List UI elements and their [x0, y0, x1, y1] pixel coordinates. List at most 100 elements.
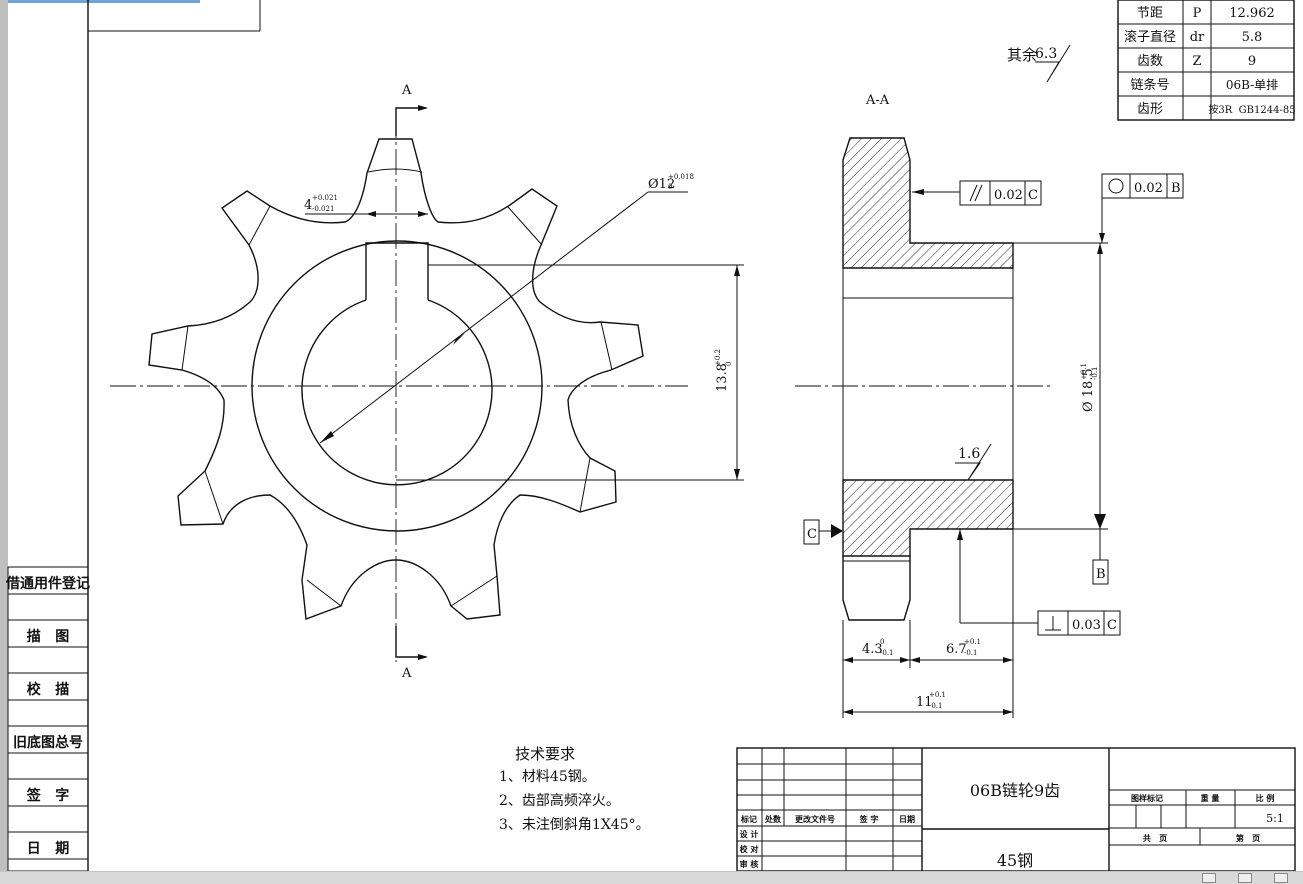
key-depth-tol-lower: 0 [725, 362, 733, 366]
view-single-icon[interactable] [1202, 873, 1216, 883]
sidebar-label-borrow: 借通用件登记 [5, 575, 90, 592]
sidebar-label-trace: 描 图 [27, 628, 70, 645]
tooth-arc-8 [181, 325, 189, 371]
datum-c-label: C [807, 527, 817, 542]
tooth-arc-6 [306, 579, 342, 607]
tb-col-sign: 签 字 [859, 814, 879, 824]
sidebar-label-signature: 签 字 [26, 787, 70, 804]
tooth-arc-9 [248, 205, 271, 246]
param-value-profile: 按3R GB1244-85 [1208, 103, 1295, 116]
title-block: 标记 处数 更改文件号 签 字 日期 设 计 校 对 审 核 06B链轮9齿 4… [736, 747, 1296, 872]
keyway [365, 242, 429, 300]
cut-label-top: A [401, 83, 412, 98]
bore-roughness-value: 1.6 [958, 446, 980, 462]
param-name-roller: 滚子直径 [1124, 29, 1176, 45]
sidebar-label-check-trace: 校 描 [27, 681, 70, 698]
sidebar-label-old-drawing: 旧底图总号 [13, 734, 83, 751]
tooth-width-value: 4.3 [862, 642, 883, 657]
bore-dia-leader [319, 191, 649, 444]
sprocket-outline [148, 138, 644, 620]
bore-circle [301, 299, 493, 486]
key-width-tol-lower: -0.021 [312, 205, 334, 213]
bore-dia-tol-upper: +0.018 [668, 173, 694, 181]
runout-value: 0.02 [1134, 181, 1163, 196]
lower-tooth-outline [842, 556, 911, 621]
tooth-arc-5 [450, 575, 498, 607]
param-value-teeth: 9 [1248, 54, 1256, 69]
parameter-table: 节距 P 12.962 滚子直径 dr 5.8 齿数 Z 9 链条号 06B-单… [1117, 0, 1296, 121]
view-double-icon[interactable] [1274, 873, 1288, 883]
tb-col-mark: 标记 [740, 814, 757, 824]
perp-value: 0.03 [1072, 618, 1101, 633]
parallel-tolerance-frame [959, 180, 1042, 206]
total-length-tol-lower: -0.1 [929, 702, 943, 710]
tb-scale-label: 比 例 [1256, 793, 1275, 803]
param-name-pitch: 节距 [1137, 6, 1163, 21]
cut-mark-bottom [395, 626, 426, 658]
sidebar-registration: 借通用件登记 描 图 校 描 旧底图总号 签 字 日 期 [5, 566, 90, 872]
param-name-chain: 链条号 [1130, 77, 1169, 93]
hub-length-tol-upper: +0.1 [964, 638, 981, 646]
tb-row-design: 设 计 [740, 829, 759, 839]
datum-b-box [1092, 559, 1109, 585]
tb-col-doc: 更改文件号 [795, 814, 835, 824]
tooth-width-tol-lower: -0.1 [880, 649, 894, 657]
tech-requirements: 技术要求 1、材料45钢。 2、齿部高频淬火。 3、未注倒斜角1X45°。 [499, 745, 650, 833]
param-symbol-pitch: P [1193, 6, 1202, 21]
hub-circle [251, 240, 543, 532]
tb-part-name: 06B链轮9齿 [970, 781, 1060, 800]
tooth-arc-7 [204, 470, 224, 525]
tech-req-title: 技术要求 [515, 745, 575, 763]
tech-req-item-3: 3、未注倒斜角1X45°。 [499, 817, 650, 833]
tooth-arc-1 [367, 168, 423, 173]
viewer-left-edge [0, 0, 8, 883]
tb-material: 45钢 [997, 851, 1033, 870]
param-value-pitch: 12.962 [1229, 6, 1275, 21]
hub-dia-tol-lower: -0.1 [1091, 367, 1099, 381]
tb-sheet-number: 第 页 [1236, 833, 1260, 843]
cut-label-bottom: A [401, 666, 412, 681]
roughness-other: 其余 6.3 [1007, 44, 1071, 83]
viewer-status-bar [0, 871, 1303, 884]
cut-mark-top [395, 107, 426, 136]
param-name-teeth: 齿数 [1137, 54, 1163, 69]
runout-datum: B [1171, 181, 1181, 196]
key-width-tol-upper: +0.021 [312, 194, 338, 202]
parallel-datum: C [1028, 188, 1038, 203]
datum-b-label: B [1096, 567, 1106, 582]
roughness-other-label: 其余 [1007, 46, 1037, 64]
tech-req-item-1: 1、材料45钢。 [499, 769, 596, 785]
param-name-profile: 齿形 [1137, 102, 1163, 117]
roughness-other-value: 6.3 [1035, 46, 1057, 62]
key-width-value: 4 [304, 198, 312, 213]
tb-row-check: 校 对 [740, 844, 759, 854]
tb-row-review: 审 核 [740, 859, 759, 869]
hub-length-value: 6.7 [946, 642, 967, 657]
hub-length-tol-lower: -0.1 [964, 649, 978, 657]
tb-weight: 重 量 [1201, 793, 1220, 803]
tooth-arc-2 [507, 206, 543, 246]
param-symbol-teeth: Z [1192, 54, 1201, 69]
tooth-arc-3 [600, 321, 613, 371]
view-scroll-icon[interactable] [1238, 873, 1252, 883]
lower-section-hatch [842, 479, 1014, 557]
param-symbol-roller: dr [1190, 30, 1205, 45]
perp-datum: C [1107, 618, 1117, 633]
tech-req-item-2: 2、齿部高频淬火。 [499, 792, 620, 809]
datum-c-box [803, 519, 820, 545]
tooth-width-tol-upper: 0 [880, 638, 884, 646]
viewer-tab-indicator[interactable] [8, 0, 200, 3]
tb-stage: 图样标记 [1131, 793, 1163, 803]
hub-dia-value: Ø 18.5 [1081, 368, 1096, 412]
upper-section-hatch [842, 137, 1014, 269]
perp-tolerance-frame [1037, 610, 1121, 636]
tb-col-date: 日期 [899, 814, 915, 824]
total-length-value: 11 [916, 695, 933, 710]
section-view: A-A 1.6 0.02 C 0.02 B [795, 93, 1184, 718]
sprocket-front-view: Ø12 +0.018 0 4 +0.021 -0.021 13.8 +0.2 0… [110, 83, 744, 681]
total-length-tol-upper: +0.1 [929, 691, 946, 699]
parallel-value: 0.02 [994, 188, 1023, 203]
bore-dia-value: Ø12 [648, 177, 675, 192]
tb-total-pages: 共 页 [1143, 833, 1167, 843]
